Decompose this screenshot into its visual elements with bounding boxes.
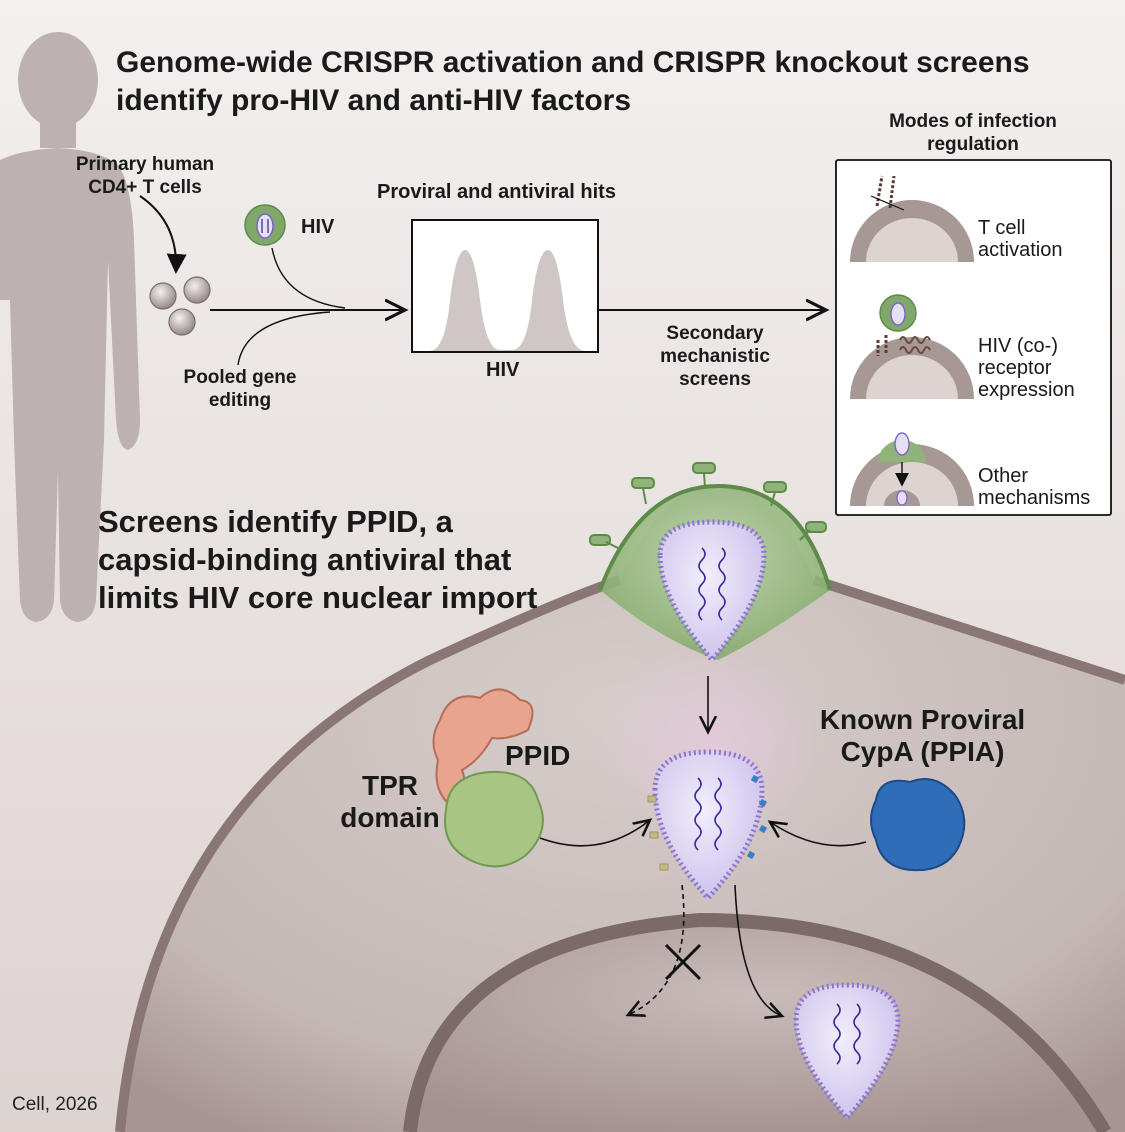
hits-title: Proviral and antiviral hits (377, 181, 616, 203)
modes-box (835, 159, 1112, 516)
capsid-top (657, 519, 767, 664)
hits-plot (411, 219, 599, 353)
human-silhouette (0, 32, 140, 622)
mode-t-cell-activation: T cell activation (978, 217, 1063, 261)
hiv-virion-icon (244, 204, 286, 246)
mode-receptor-expression: HIV (co-) receptor expression (978, 335, 1075, 401)
ppid-protein (432, 688, 544, 868)
cypa-label: Known Proviral CypA (PPIA) (819, 704, 1026, 767)
t-cells-icon (149, 276, 211, 336)
mode-other-mechanisms: Other mechanisms (978, 465, 1091, 509)
cypa-protein (870, 778, 966, 872)
secondary-label: Secondary mechanistic screens (660, 323, 770, 390)
figure-title: Genome-wide CRISPR activation and CRISPR… (116, 46, 1030, 117)
citation-credit: Cell, 2026 (12, 1094, 98, 1115)
capsid-middle (647, 749, 768, 902)
editing-label: Pooled gene editing (183, 367, 297, 411)
subtitle: Screens identify PPID, a capsid-binding … (98, 504, 538, 615)
hiv-label: HIV (301, 216, 335, 238)
modes-title: Modes of infection regulation (889, 111, 1057, 155)
hits-axis-label: HIV (486, 359, 520, 381)
tpr-label: TPR domain (340, 770, 440, 833)
nucleus (403, 912, 1112, 1132)
block-x-icon (664, 943, 702, 981)
capsid-nuclear (793, 982, 901, 1122)
ppid-label: PPID (505, 740, 571, 771)
cells-label: Primary human CD4+ T cells (75, 154, 215, 198)
